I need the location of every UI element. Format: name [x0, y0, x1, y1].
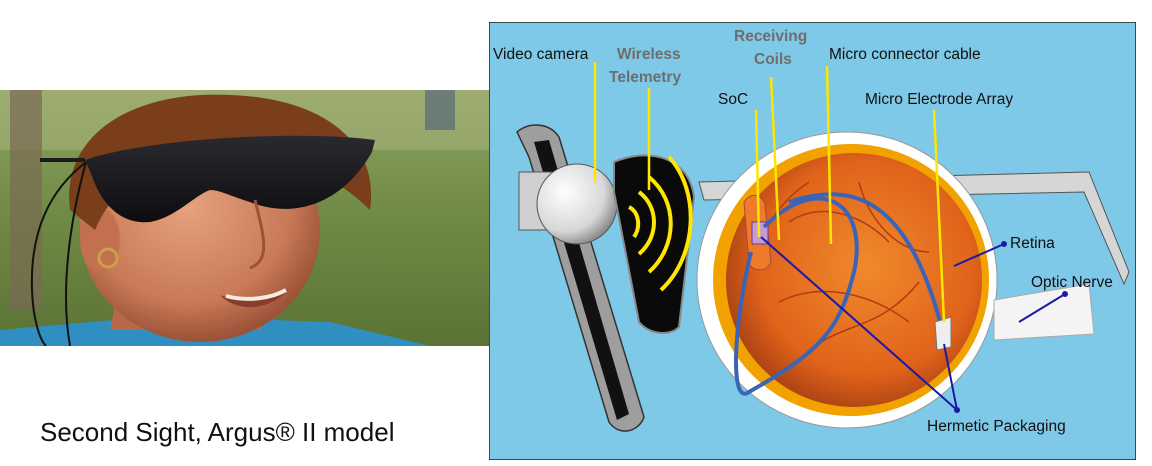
optic-nerve	[993, 283, 1095, 341]
label-micro-electrode-array: Micro Electrode Array	[865, 91, 1013, 108]
leader-dots	[954, 241, 1068, 413]
label-micro-connector-cable: Micro connector cable	[829, 46, 981, 63]
video-camera	[518, 163, 618, 245]
patient-photo	[0, 90, 490, 346]
label-hermetic-packaging: Hermetic Packaging	[927, 418, 1066, 435]
argus-ii-diagram: Video camera Wireless Telemetry Receivin…	[489, 22, 1136, 460]
label-wireless-line2: Telemetry	[609, 69, 681, 86]
label-optic-nerve: Optic Nerve	[1031, 274, 1113, 291]
wireless-telemetry-panel	[613, 154, 696, 334]
caption: Second Sight, Argus® II model	[40, 417, 395, 447]
cable-to-array	[788, 192, 946, 338]
blue-leader-lines	[760, 236, 1066, 411]
micro-electrode-array	[934, 316, 952, 351]
eyeball	[696, 131, 998, 429]
yellow-leader-lines	[593, 62, 946, 323]
label-soc: SoC	[718, 91, 748, 108]
micro-connector-cable	[734, 196, 859, 396]
label-wireless-line1: Wireless	[617, 46, 681, 63]
label-retina: Retina	[1010, 235, 1055, 252]
label-receiving-line1: Receiving	[734, 28, 807, 45]
label-video-camera: Video camera	[493, 46, 589, 63]
label-receiving-line2: Coils	[754, 51, 792, 68]
